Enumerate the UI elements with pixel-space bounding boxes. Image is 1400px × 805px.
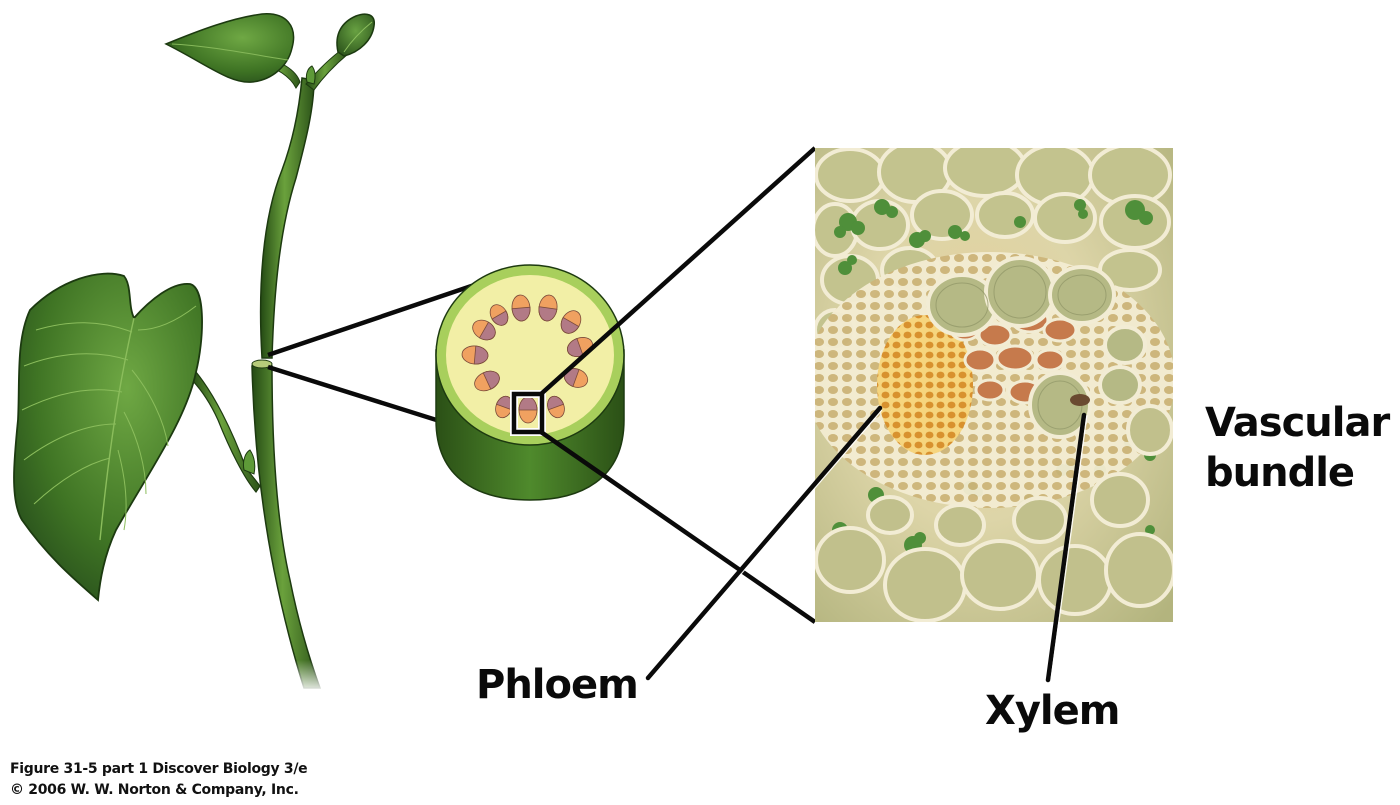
caption-title: Figure 31-5 part 1 Discover Biology 3/e <box>10 761 308 777</box>
figure-caption: Figure 31-5 part 1 Discover Biology 3/e … <box>10 759 308 801</box>
phloem-label: Phloem <box>476 662 639 708</box>
vascular-bundle-label-line1: Vascular <box>1205 400 1390 446</box>
xylem-label: Xylem <box>985 688 1120 734</box>
caption-copyright: © 2006 W. W. Norton & Company, Inc. <box>10 782 299 798</box>
xylem-leader <box>1045 412 1087 683</box>
phloem-leader <box>645 405 883 681</box>
stem-cross-section <box>435 264 625 501</box>
vascular-bundle-label-line2: bundle <box>1205 450 1355 496</box>
vascular-bundle-label: Vascular bundle <box>1205 398 1390 498</box>
zoom-lines-bundle <box>539 146 817 624</box>
vascular-bundle-ring <box>461 294 593 424</box>
micrograph <box>815 148 1173 622</box>
plant-illustration <box>13 13 375 694</box>
label-leaders <box>645 405 1087 683</box>
